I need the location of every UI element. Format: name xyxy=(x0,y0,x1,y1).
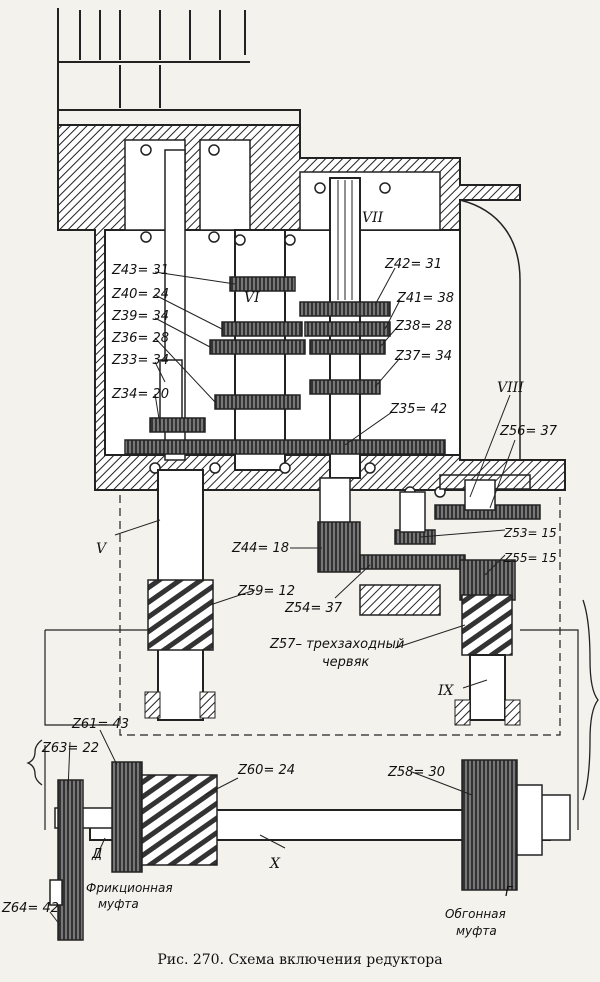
label-z57: Z57– трехзаходный xyxy=(269,637,404,652)
gear-z58 xyxy=(461,759,543,891)
gear-z61-z60 xyxy=(111,761,218,873)
figure-caption: Рис. 270. Схема включения редуктора xyxy=(157,952,443,968)
label-z55: Z55= 15 xyxy=(503,551,557,565)
label-z56: Z56= 37 xyxy=(499,424,558,439)
label-g: Г xyxy=(505,885,514,900)
shaft-label-v: V xyxy=(96,541,108,557)
label-d: Д xyxy=(91,847,102,862)
label-z38: Z38= 28 xyxy=(394,319,452,334)
label-z34: Z34= 20 xyxy=(111,387,169,402)
motor-housing xyxy=(57,8,301,125)
gear-z63-z64 xyxy=(49,779,84,941)
gear-stack-vi xyxy=(124,276,446,455)
shaft-viii xyxy=(434,474,541,520)
label-overrun-clutch-1: Обгонная xyxy=(445,907,506,921)
label-z63: Z63= 22 xyxy=(41,741,99,756)
label-overrun-clutch-2: муфта xyxy=(456,924,497,938)
label-z58: Z58= 30 xyxy=(387,765,445,780)
gear-stack-vii xyxy=(299,301,391,395)
gear-z34-cluster xyxy=(149,359,206,433)
label-z40: Z40= 24 xyxy=(111,287,169,302)
gearbox-schematic: V VI VII VIII IX X Z43= 31 Z40= 24 Z39= … xyxy=(1,8,599,941)
shaft-label-vi: VI xyxy=(244,290,260,306)
shaft-label-vii: VII xyxy=(362,210,384,226)
shaft-label-ix: IX xyxy=(437,683,455,699)
label-z60: Z60= 24 xyxy=(237,763,295,778)
label-friction-clutch-1: Фрикционная xyxy=(86,881,173,895)
label-z33: Z33= 34 xyxy=(111,353,169,368)
label-z61: Z61= 43 xyxy=(71,717,129,732)
label-z64: Z64= 42 xyxy=(1,901,59,916)
label-z37: Z37= 34 xyxy=(394,349,452,364)
label-z41: Z41= 38 xyxy=(396,291,454,306)
label-z59: Z59= 12 xyxy=(237,584,295,599)
label-z57-worm: червяк xyxy=(322,655,369,670)
label-z54: Z54= 37 xyxy=(284,601,343,616)
label-z36: Z36= 28 xyxy=(111,331,169,346)
lower-gear-cluster xyxy=(317,477,466,616)
label-z35: Z35= 42 xyxy=(389,402,447,417)
label-z39: Z39= 34 xyxy=(111,309,169,324)
frame-lines xyxy=(44,629,579,830)
left-brace xyxy=(26,739,43,786)
label-z42: Z42= 31 xyxy=(384,257,442,272)
shaft-v xyxy=(144,469,216,721)
shaft-label-viii: VIII xyxy=(497,380,524,396)
label-z53: Z53= 15 xyxy=(503,526,557,540)
shaft-ix xyxy=(454,559,521,726)
label-z44: Z44= 18 xyxy=(231,541,289,556)
label-z43: Z43= 31 xyxy=(111,263,169,278)
reducer-outline xyxy=(119,495,561,736)
shaft-label-x: X xyxy=(269,856,281,872)
leader-lines xyxy=(49,267,516,926)
label-friction-clutch-2: муфта xyxy=(98,897,139,911)
right-brace xyxy=(582,599,599,801)
